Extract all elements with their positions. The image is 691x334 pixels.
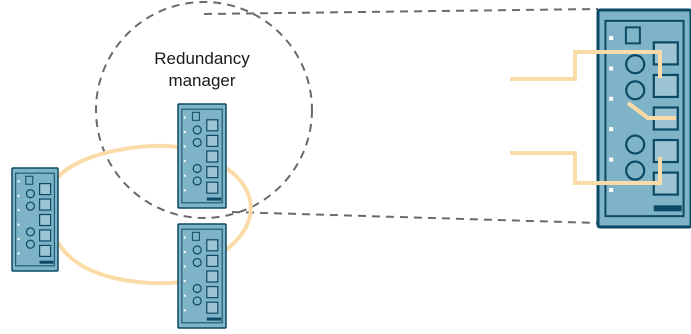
status-led xyxy=(609,96,614,101)
top-module xyxy=(624,26,641,45)
ethernet-port xyxy=(206,254,219,267)
connector-port xyxy=(192,163,202,174)
status-led xyxy=(183,116,186,119)
connector-port xyxy=(192,296,202,306)
ring-segment-top-left xyxy=(56,143,183,179)
status-led xyxy=(609,187,614,192)
ring-segment-bottom-left xyxy=(56,240,183,286)
ring-segment-right xyxy=(224,166,253,252)
top-module xyxy=(25,175,34,185)
status-led xyxy=(17,223,20,226)
redundancy-manager-zoom-device xyxy=(596,8,691,229)
ethernet-port xyxy=(652,73,679,99)
ethernet-port xyxy=(206,239,219,252)
device-bar xyxy=(653,205,682,212)
status-led xyxy=(17,180,20,183)
zoom-line-bottom xyxy=(231,211,599,224)
status-led xyxy=(183,145,186,148)
connector-port xyxy=(25,201,35,211)
connector-port xyxy=(625,160,646,181)
ethernet-port xyxy=(38,198,52,211)
status-led xyxy=(17,252,20,255)
device-panel xyxy=(181,108,223,204)
connector-port xyxy=(25,227,35,237)
ethernet-port xyxy=(206,150,219,163)
device-panel xyxy=(604,19,685,218)
device-bar xyxy=(206,197,222,201)
label-line-2: manager xyxy=(168,71,236,90)
ethernet-port xyxy=(206,166,219,179)
status-led xyxy=(17,238,20,241)
ethernet-port xyxy=(206,134,219,147)
ethernet-port xyxy=(206,119,219,132)
connector-port xyxy=(25,239,35,249)
status-led xyxy=(183,251,186,254)
status-led xyxy=(17,209,20,212)
connector-port xyxy=(25,189,35,199)
status-led xyxy=(183,265,186,268)
switch-left-device xyxy=(11,167,59,272)
status-led xyxy=(183,236,186,239)
internal-link-top xyxy=(510,50,662,81)
status-led xyxy=(183,280,186,283)
zoom-circle xyxy=(95,1,313,219)
device-bar xyxy=(206,317,222,321)
status-led xyxy=(183,294,186,297)
status-led xyxy=(183,131,186,134)
ethernet-port xyxy=(652,138,679,164)
zoom-line-top xyxy=(203,8,599,15)
connector-port xyxy=(192,137,202,148)
ethernet-port xyxy=(38,229,52,242)
ethernet-port xyxy=(206,270,219,283)
internal-links xyxy=(510,50,676,185)
status-led xyxy=(609,66,614,71)
device-panel xyxy=(15,172,55,267)
status-led xyxy=(17,194,20,197)
ethernet-port xyxy=(38,213,52,227)
ethernet-port xyxy=(38,244,52,257)
top-module xyxy=(191,111,200,121)
status-led xyxy=(183,309,186,312)
redundancy-manager-label: Redundancy manager xyxy=(126,48,278,92)
ethernet-port xyxy=(38,183,52,196)
device-body xyxy=(177,223,227,329)
top-module xyxy=(191,231,200,241)
status-led xyxy=(609,157,614,162)
status-led xyxy=(183,174,186,177)
internal-link-bottom xyxy=(510,151,662,185)
connector-port xyxy=(192,257,202,268)
status-led xyxy=(183,160,186,163)
internal-link-switch xyxy=(626,101,676,120)
ring-link xyxy=(56,143,253,286)
connector-port xyxy=(192,125,202,135)
device-body xyxy=(177,103,227,209)
switch-bottom-device xyxy=(177,223,227,329)
connector-port xyxy=(625,80,646,101)
ethernet-port xyxy=(206,181,219,194)
label-line-1: Redundancy xyxy=(154,49,250,68)
redundancy-manager-switch-device xyxy=(177,103,227,209)
device-panel xyxy=(181,228,223,324)
ethernet-port xyxy=(206,286,219,299)
ethernet-port xyxy=(206,301,219,314)
connector-port xyxy=(192,245,202,255)
connector-port xyxy=(625,134,646,155)
status-led xyxy=(609,127,614,132)
connector-port xyxy=(192,283,202,294)
connector-port xyxy=(192,176,202,186)
devices-layer xyxy=(11,8,691,329)
device-bar xyxy=(39,260,54,264)
connector-port xyxy=(625,54,646,75)
status-led xyxy=(183,189,186,192)
status-led xyxy=(609,36,614,41)
